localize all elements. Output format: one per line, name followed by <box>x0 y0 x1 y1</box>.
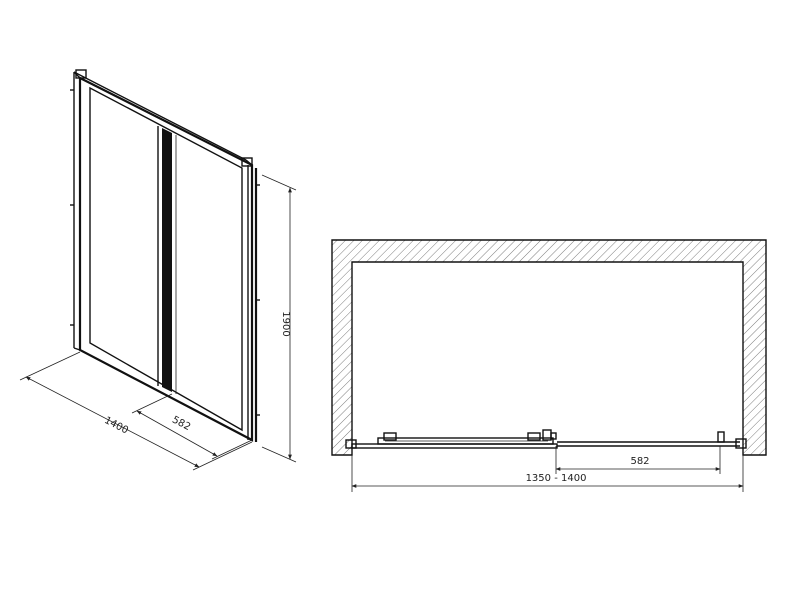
sliding-panel-overlap <box>162 128 172 392</box>
height-dimension: 1900 <box>261 174 297 463</box>
isometric-view: 1900 1400 582 <box>19 69 297 471</box>
sliding-panel <box>351 441 740 449</box>
door-inner-frame <box>89 86 243 432</box>
wall-section <box>331 239 767 456</box>
fixed-panel <box>377 432 554 445</box>
wall-profile-left <box>345 439 357 449</box>
handle-center <box>542 429 557 441</box>
wall-profile-right <box>735 438 747 449</box>
height-label: 1900 <box>280 311 291 336</box>
plan-opening-label: 582 <box>630 456 649 467</box>
handle-right <box>717 431 725 443</box>
opening-label: 582 <box>170 414 192 433</box>
plan-opening-dimension: 582 <box>555 446 721 474</box>
plan-width-dimension: 1350 - 1400 <box>351 455 744 492</box>
opening-dimension: 582 <box>131 393 253 460</box>
width-label: 1400 <box>102 415 130 437</box>
plan-width-label: 1350 - 1400 <box>526 473 587 484</box>
top-rail-bracket-right <box>241 157 253 167</box>
top-rail-bracket-left <box>75 69 87 79</box>
plan-view: 582 1350 - 1400 <box>331 239 767 492</box>
